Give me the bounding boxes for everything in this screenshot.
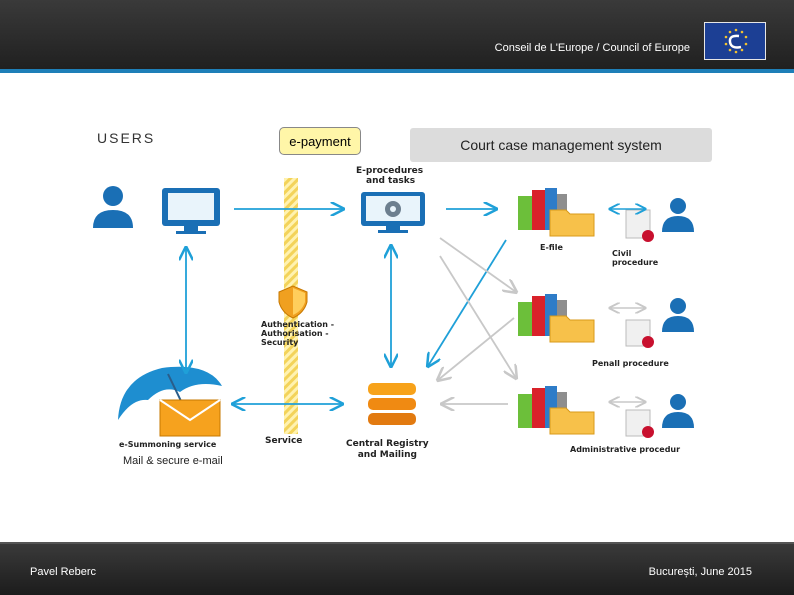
auth-label-line-3: Security <box>261 338 299 347</box>
admin-user-icon <box>662 394 694 428</box>
registry-label: Central Registry and Mailing <box>346 439 429 461</box>
civil-user-icon <box>662 198 694 232</box>
mail-label: Mail & secure e-mail <box>123 455 223 467</box>
header-rule <box>0 69 794 73</box>
penal-procedure-label: Penall procedure <box>592 359 669 368</box>
eprocedures-label: E-procedures and tasks <box>356 166 423 186</box>
arrow-penal-to-registry <box>438 317 515 380</box>
e-procedures-gear-icon <box>361 192 425 233</box>
location-date: București, June 2015 <box>648 566 752 578</box>
users-label: USERS <box>97 130 156 146</box>
civil-label-line-2: procedure <box>612 258 659 267</box>
monitor-icon <box>162 188 220 234</box>
auth-label-line-1: Authentication - <box>261 320 335 329</box>
eprocedures-label-line-1: E-procedures <box>356 166 424 176</box>
security-shield-icon <box>278 285 308 319</box>
e-payment-box: e-payment <box>279 127 361 155</box>
registry-label-line-1: Central Registry <box>346 439 429 449</box>
e-summoning-umbrella-icon <box>118 366 222 437</box>
arrow-eprocedures-to-admin <box>439 255 516 378</box>
court-case-management-box: Court case management system <box>410 128 712 162</box>
header-bar <box>0 0 794 72</box>
civil-certificate-icon <box>625 209 654 242</box>
admin-books-icon <box>518 386 595 435</box>
penal-books-icon <box>518 294 595 343</box>
arrow-efile-to-registry <box>428 239 507 366</box>
administrative-procedure-label: Administrative procedur <box>570 445 681 454</box>
admin-certificate-icon <box>625 409 654 438</box>
penal-user-icon <box>662 298 694 332</box>
service-label: Service <box>265 436 303 446</box>
auth-label-line-2: Authorisation - <box>261 329 329 338</box>
civil-label-line-1: Civil <box>612 249 632 258</box>
e-file-label: E-file <box>540 243 563 252</box>
auth-label: Authentication - Authorisation - Securit… <box>261 320 334 347</box>
e-summoning-label: e-Summoning service <box>119 440 217 449</box>
footer-bar: Pavel Reberc București, June 2015 <box>0 542 794 595</box>
user-icon <box>93 186 133 228</box>
organization-title: Conseil de L'Europe / Council of Europe <box>494 42 690 54</box>
council-of-europe-logo <box>704 22 766 60</box>
civil-procedure-label: Civil procedure <box>612 249 658 267</box>
author-name: Pavel Reberc <box>30 566 97 578</box>
penal-certificate-icon <box>625 319 654 348</box>
registry-label-line-2: and Mailing <box>357 450 417 460</box>
central-registry-database-icon <box>368 383 416 425</box>
arrow-eprocedures-to-penal <box>439 237 516 292</box>
eprocedures-label-line-2: and tasks <box>366 176 416 186</box>
e-file-books-icon <box>518 188 595 237</box>
